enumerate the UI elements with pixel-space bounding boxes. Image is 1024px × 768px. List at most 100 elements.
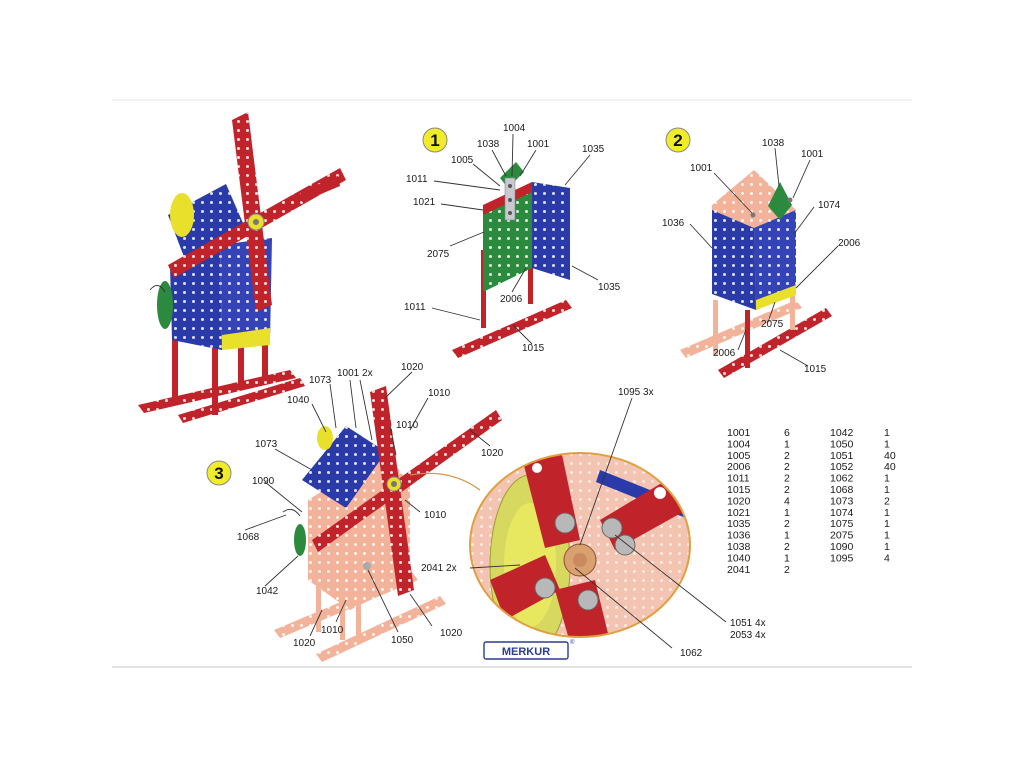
step-3-assembly: [274, 386, 502, 662]
label-1004: 1004: [503, 123, 526, 134]
part-number: 1074: [830, 507, 854, 519]
detail-callouts: 1095 3x 2041 2x 1051 4x 2053 4x 1062: [421, 387, 766, 659]
part-quantity: 1: [784, 530, 790, 542]
part-quantity: 1: [884, 473, 890, 485]
part-quantity: 6: [784, 427, 790, 439]
part-number: 1095: [830, 552, 854, 564]
label-1062: 1062: [680, 648, 703, 659]
part-number: 1068: [830, 484, 854, 496]
label-1015: 1015: [522, 343, 545, 354]
label-1001-2x: 1001 2x: [337, 368, 373, 379]
label-1038: 1038: [762, 138, 785, 149]
step-2-assembly: [680, 170, 832, 378]
part-number: 1004: [727, 438, 751, 450]
label-1051-4x: 1051 4x: [730, 618, 766, 629]
part-quantity: 2: [784, 541, 790, 553]
part-number: 1073: [830, 495, 854, 507]
part-quantity: 1: [884, 530, 890, 542]
label-1020-right: 1020: [481, 448, 504, 459]
label-2006-left: 2006: [713, 348, 736, 359]
part-quantity: 2: [784, 564, 790, 576]
part-quantity: 4: [884, 552, 890, 564]
part-number: 1001: [727, 427, 751, 439]
step-2-callouts: 1038 1001 1001 1074 1036 2006 2075 2006 …: [662, 138, 861, 375]
part-number: 1042: [830, 427, 854, 439]
part-number: 2006: [727, 461, 751, 473]
part-number: 1038: [727, 541, 751, 553]
label-1020-bottom-left: 1020: [293, 638, 316, 649]
label-1040: 1040: [287, 395, 310, 406]
label-1011-bottom: 1011: [404, 302, 426, 313]
detail-view: [409, 452, 691, 638]
part-quantity: 1: [784, 438, 790, 450]
label-2075: 2075: [761, 319, 784, 330]
part-quantity: 1: [884, 518, 890, 530]
label-1020-bottom-right: 1020: [440, 628, 463, 639]
part-quantity: 1: [884, 507, 890, 519]
part-quantity: 1: [884, 484, 890, 496]
step-number-1: 1: [430, 131, 439, 150]
label-2075: 2075: [427, 249, 450, 260]
label-1050: 1050: [391, 635, 414, 646]
label-1042: 1042: [256, 586, 279, 597]
label-2041-2x: 2041 2x: [421, 563, 457, 574]
part-number: 2041: [727, 564, 751, 576]
part-number: 1075: [830, 518, 854, 530]
part-quantity: 2: [784, 473, 790, 485]
step-badge-3: [206, 460, 232, 486]
label-1095-3x: 1095 3x: [618, 387, 654, 398]
part-quantity: 2: [784, 484, 790, 496]
registered-mark: ®: [570, 639, 575, 646]
label-1038: 1038: [477, 139, 500, 150]
part-quantity: 1: [784, 507, 790, 519]
label-1073-left: 1073: [255, 439, 278, 450]
label-1035-top: 1035: [582, 144, 605, 155]
label-1073-top: 1073: [309, 375, 332, 386]
part-number: 1020: [727, 495, 751, 507]
part-quantity: 2: [884, 495, 890, 507]
part-number: 1005: [727, 450, 751, 462]
label-1035-bottom: 1035: [598, 282, 621, 293]
part-number: 1036: [727, 530, 751, 542]
step-badges: 1 2 3: [206, 127, 691, 486]
part-number: 1062: [830, 473, 854, 485]
step-number-2: 2: [673, 131, 682, 150]
part-number: 1011: [727, 473, 750, 485]
label-1068: 1068: [237, 532, 260, 543]
part-quantity: 4: [784, 495, 790, 507]
finished-windmill: [138, 112, 346, 423]
label-2053-4x: 2053 4x: [730, 630, 766, 641]
label-1015: 1015: [804, 364, 827, 375]
part-number: 1021: [727, 507, 751, 519]
label-1020-top: 1020: [401, 362, 424, 373]
part-quantity: 1: [884, 438, 890, 450]
step-badge-2: [665, 127, 691, 153]
label-1010-a: 1010: [428, 388, 451, 399]
part-quantity: 2: [784, 461, 790, 473]
label-1001-right: 1001: [801, 149, 824, 160]
label-1036: 1036: [662, 218, 685, 229]
part-number: 1035: [727, 518, 751, 530]
label-1090: 1090: [252, 476, 275, 487]
label-2006: 2006: [500, 294, 523, 305]
brand-name: MERKUR: [502, 646, 550, 658]
label-1010-d: 1010: [321, 625, 344, 636]
part-quantity: 2: [784, 450, 790, 462]
label-1001: 1001: [527, 139, 550, 150]
step-badge-1: [422, 127, 448, 153]
part-quantity: 40: [884, 450, 896, 462]
part-number: 1040: [727, 552, 751, 564]
label-1005: 1005: [451, 155, 474, 166]
step-number-3: 3: [214, 464, 223, 483]
label-1021: 1021: [413, 197, 436, 208]
part-number: 2075: [830, 530, 854, 542]
label-1074: 1074: [818, 200, 841, 211]
part-number: 1015: [727, 484, 751, 496]
part-quantity: 1: [884, 427, 890, 439]
label-1011-top: 1011: [406, 174, 428, 185]
part-quantity: 40: [884, 461, 896, 473]
label-1010-b: 1010: [396, 420, 419, 431]
step-1-assembly: [452, 162, 572, 358]
